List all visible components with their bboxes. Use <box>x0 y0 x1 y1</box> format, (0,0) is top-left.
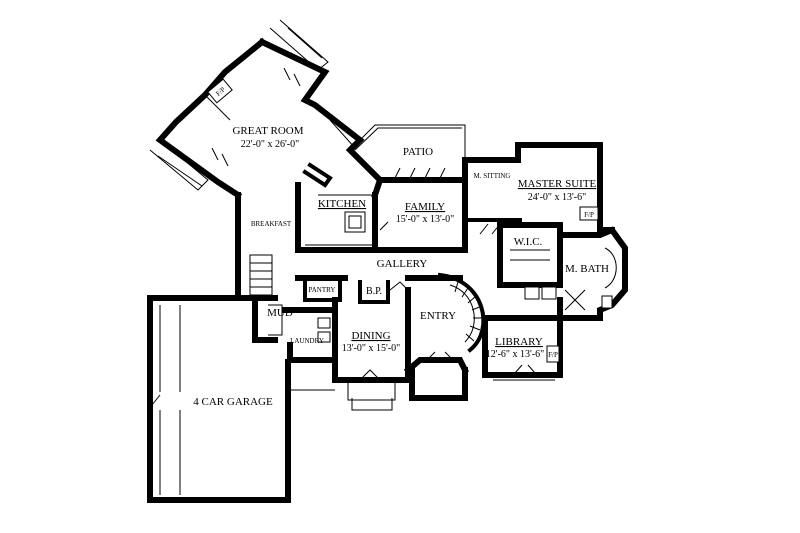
great-room-bay-windows <box>149 19 356 191</box>
breakfast-label: BREAKFAST <box>251 220 292 228</box>
wic-label: W.I.C. <box>514 236 543 248</box>
entry-walls <box>403 272 486 401</box>
room-labels: GREAT ROOM 22'-0" x 26'-0" PATIO M. SITT… <box>193 125 609 408</box>
great-room-walls <box>155 37 384 253</box>
master-suite-label: MASTER SUITE <box>518 178 597 190</box>
great-room-label: GREAT ROOM <box>232 125 303 137</box>
family-label: FAMILY <box>405 201 445 213</box>
dining-size: 13'-0" x 15'-0" <box>342 343 400 354</box>
dining-walls <box>289 297 411 411</box>
m-bath-label: M. BATH <box>565 263 609 275</box>
garage-label: 4 CAR GARAGE <box>193 396 273 408</box>
gallery-label: GALLERY <box>377 258 428 270</box>
library-walls <box>482 315 563 381</box>
pantry-label: PANTRY <box>309 286 336 294</box>
bp-label: B.P. <box>366 286 382 297</box>
patio-label: PATIO <box>403 146 433 158</box>
fireplace-label: F/P <box>548 351 558 359</box>
patio-outline <box>349 124 468 183</box>
kitchen-family-walls <box>302 162 389 253</box>
library-label: LIBRARY <box>495 336 543 348</box>
rear-stairs <box>235 247 278 301</box>
dining-label: DINING <box>351 330 390 342</box>
master-suite-size: 24'-0" x 13'-6" <box>528 192 586 203</box>
great-room-fireplace: F/P <box>207 78 233 104</box>
master-suite-fireplace: F/P <box>579 206 599 221</box>
family-size: 15'-0" x 13'-0" <box>396 214 454 225</box>
m-sitting-label: M. SITTING <box>474 172 511 180</box>
entry-label: ENTRY <box>420 310 456 322</box>
garage-walls <box>147 295 291 503</box>
kitchen-label: KITCHEN <box>318 198 366 210</box>
great-room-size: 22'-0" x 26'-0" <box>241 139 299 150</box>
master-suite-walls <box>462 142 615 248</box>
laundry-label: LAUNDRY <box>290 337 324 345</box>
mud-label: MUD <box>267 307 293 319</box>
fireplace-label: F/P <box>584 211 594 219</box>
wic-bath-walls <box>497 222 628 321</box>
library-fireplace: F/P <box>546 345 560 363</box>
library-size: 12'-6" x 13'-6" <box>486 349 544 360</box>
